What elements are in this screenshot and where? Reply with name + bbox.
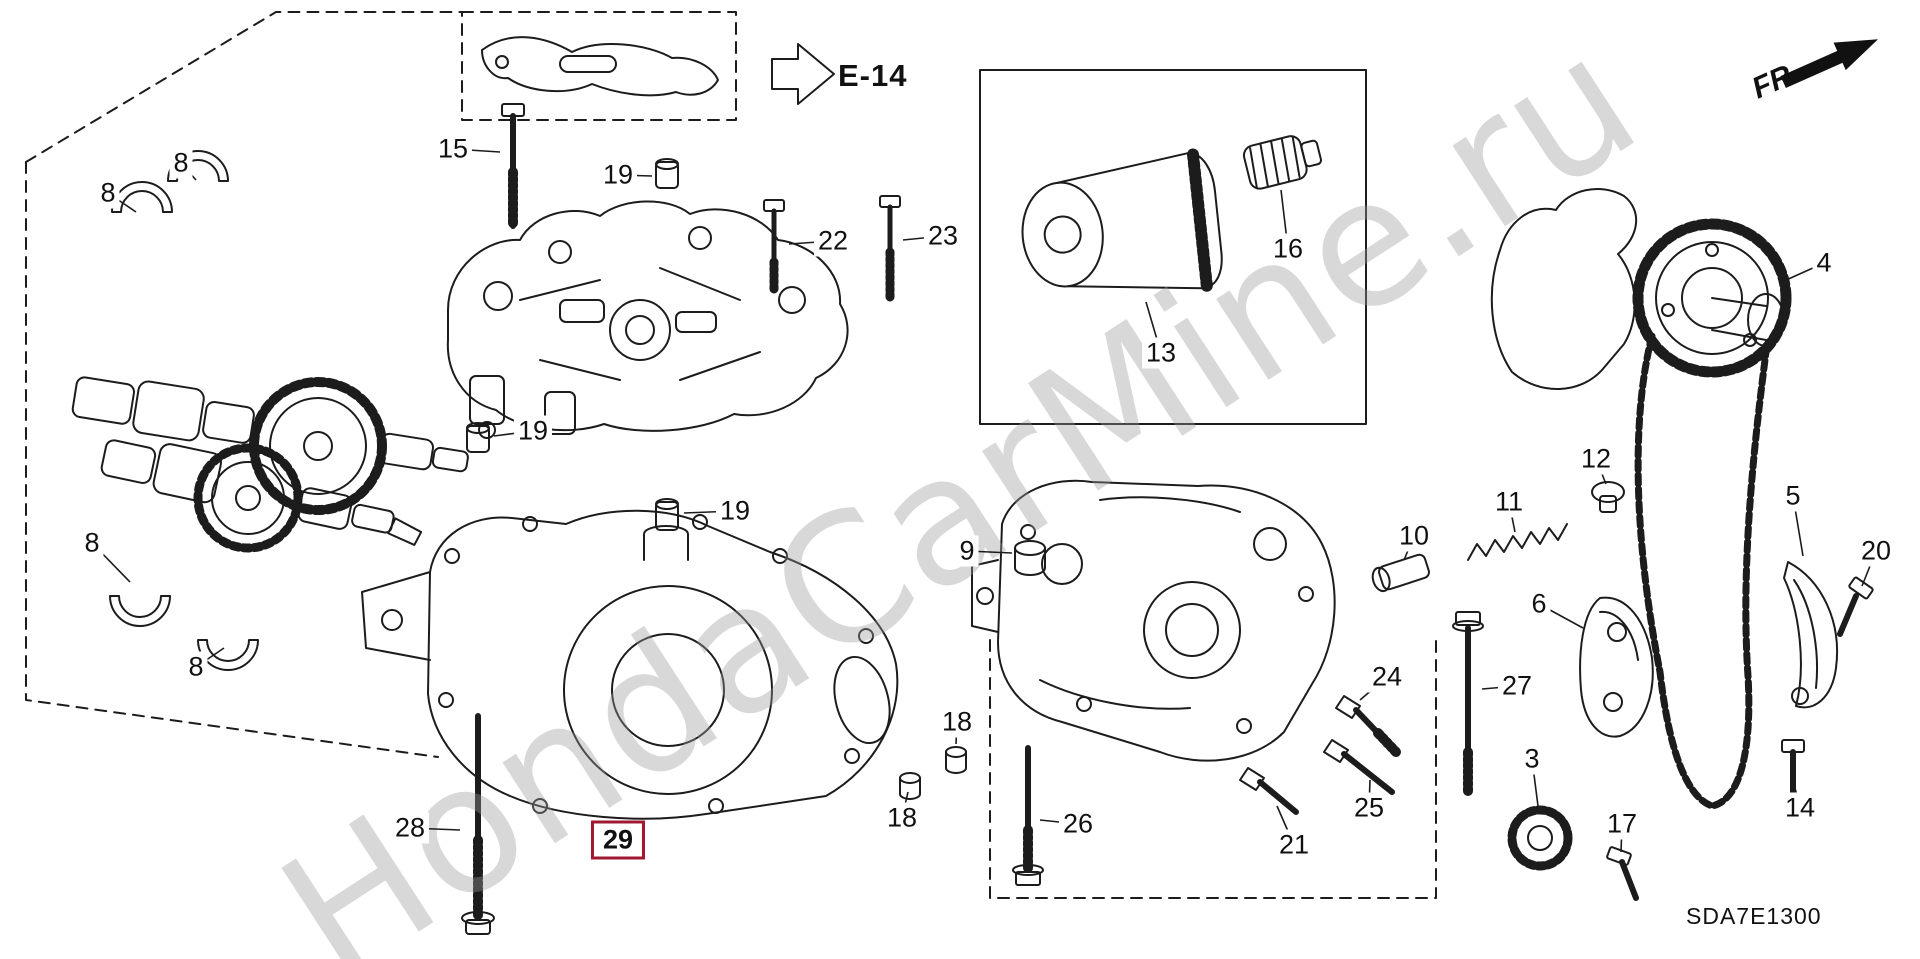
oil-filter-box [979, 69, 1367, 425]
part-callout-3[interactable]: 3 [1520, 743, 1544, 775]
part-callout-28[interactable]: 28 [390, 812, 430, 844]
part-callout-8[interactable]: 8 [80, 527, 104, 559]
part-callout-21[interactable]: 21 [1274, 829, 1314, 861]
e14-arrow-icon [771, 43, 835, 105]
part-callout-8[interactable]: 8 [96, 177, 120, 209]
part-callout-15[interactable]: 15 [433, 133, 473, 165]
spacers-art [899, 746, 967, 800]
part-callout-6[interactable]: 6 [1527, 588, 1551, 620]
part-callout-27[interactable]: 27 [1497, 670, 1537, 702]
e14-reference-label[interactable]: E-14 [838, 58, 908, 93]
bearing-shells-art [109, 150, 259, 671]
part-callout-17[interactable]: 17 [1602, 808, 1642, 840]
part-callout-13[interactable]: 13 [1141, 337, 1181, 369]
relief-valve-art [1014, 481, 1625, 593]
bolt-23-art [879, 195, 901, 305]
balance-shaft-assembly-art [71, 376, 469, 553]
bolt-15-art [501, 103, 525, 231]
tensioner-guide-art [1507, 596, 1805, 901]
part-callout-9[interactable]: 9 [955, 535, 979, 567]
part-callout-14[interactable]: 14 [1780, 792, 1820, 824]
oil-pump-housing-art [971, 479, 1336, 762]
part-callout-23[interactable]: 23 [923, 220, 963, 252]
bolt-28-art [461, 713, 495, 935]
fr-arrow-icon [1780, 39, 1879, 88]
part-callout-10[interactable]: 10 [1394, 520, 1434, 552]
dashed-border [25, 11, 1437, 899]
chain-guide-art [1783, 561, 1874, 709]
part-callout-8[interactable]: 8 [169, 147, 193, 179]
bolt-22-art [763, 199, 785, 297]
part-callout-26[interactable]: 26 [1058, 808, 1098, 840]
baffle-plate-art [481, 36, 719, 97]
part-callout-20[interactable]: 20 [1856, 535, 1896, 567]
part-callout-19[interactable]: 19 [715, 495, 755, 527]
pump-bolts-art [1012, 611, 1484, 886]
part-callout-18[interactable]: 18 [882, 802, 922, 834]
sprocket-chain-art [1490, 188, 1792, 810]
part-callout-11[interactable]: 11 [1490, 486, 1528, 518]
part-callout-16[interactable]: 16 [1268, 233, 1308, 265]
part-callout-25[interactable]: 25 [1349, 792, 1389, 824]
part-callout-24[interactable]: 24 [1367, 661, 1407, 693]
part-callout-19[interactable]: 19 [598, 159, 638, 191]
part-callout-19[interactable]: 19 [513, 415, 553, 447]
filter-fitting-art [1242, 135, 1323, 190]
part-callout-18[interactable]: 18 [937, 706, 977, 738]
part-callout-29-highlighted[interactable]: 29 [590, 820, 646, 860]
part-callout-12[interactable]: 12 [1576, 443, 1616, 475]
part-callout-5[interactable]: 5 [1781, 480, 1805, 512]
oil-filter-art [1021, 148, 1223, 292]
balancer-housing-art [446, 200, 849, 439]
part-callout-22[interactable]: 22 [813, 225, 853, 257]
diagram-code: SDA7E1300 [1686, 903, 1822, 929]
dowel-pins-art [466, 158, 679, 531]
part-callout-4[interactable]: 4 [1812, 247, 1836, 279]
part-callout-8[interactable]: 8 [184, 651, 208, 683]
oil-pan-body-art [361, 509, 899, 820]
